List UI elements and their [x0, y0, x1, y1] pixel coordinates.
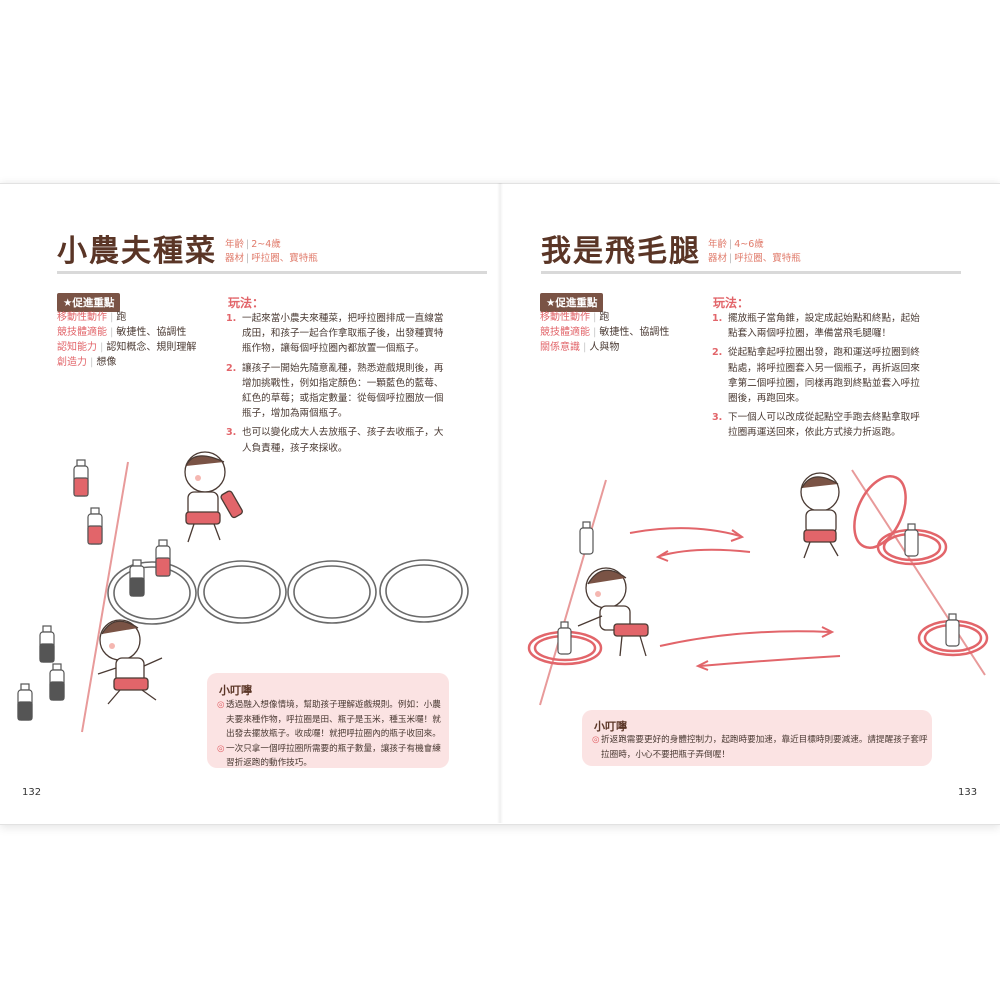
- right-page-title: 我是飛毛腿: [541, 234, 701, 269]
- book-gutter: [497, 183, 503, 823]
- left-illustration: [17, 451, 469, 733]
- right-meta-age: 年齡|4~6歲: [708, 239, 764, 250]
- girl-character-icon: [97, 619, 163, 705]
- skill-item: 創造力|想像: [57, 357, 117, 368]
- left-tip-box: 小叮嚀 ◎透過融入想像情境，幫助孩子理解遊戲規則。例如：小農夫要來種作物，呼拉圈…: [207, 673, 449, 768]
- right-age-value: 4~6歲: [734, 239, 764, 250]
- tip-item: ◎透過融入想像情境，幫助孩子理解遊戲規則。例如：小農夫要來種作物，呼拉圈是田、瓶…: [217, 700, 441, 739]
- right-tip-title: 小叮嚀: [594, 720, 627, 733]
- right-equipment-label: 器材: [708, 253, 728, 264]
- field-line-left: [539, 479, 607, 706]
- left-promote-badge: ★促進重點: [57, 293, 121, 312]
- right-promote-badge: ★促進重點: [540, 293, 604, 312]
- step-item: 2. 從起點拿起呼拉圈出發，跑和運送呼拉圈到終點處，將呼拉圈套入另一個瓶子，再折…: [712, 347, 920, 405]
- direction-arrows: [629, 527, 841, 671]
- field-line: [81, 461, 129, 733]
- left-howto-title: 玩法：: [228, 296, 265, 310]
- left-age-label: 年齡: [225, 239, 245, 250]
- right-tip-list: ◎折返跑需要更好的身體控制力，起跑時要加速，靠近目標時則要減速。請提醒孩子套呼拉…: [592, 733, 928, 762]
- right-skill-list: 移動性動作|跑 競技體適能|敏捷性、協調性 關係意識|人與物: [540, 310, 669, 355]
- skill-item: 競技體適能|敏捷性、協調性: [540, 327, 670, 338]
- left-page-title: 小農夫種菜: [57, 234, 217, 269]
- skill-item: 認知能力|認知概念、規則理解: [57, 342, 197, 353]
- left-page-number: 132: [22, 787, 42, 798]
- step-item: 2. 讓孩子一開始先隨意亂種，熟悉遊戲規則後，再增加挑戰性，例如指定顏色：一顆藍…: [226, 362, 444, 420]
- right-meta-equipment: 器材|呼拉圈、寶特瓶: [708, 253, 801, 264]
- left-meta-equipment: 器材|呼拉圈、寶特瓶: [225, 253, 318, 264]
- left-age-value: 2~4歲: [251, 239, 281, 250]
- left-tip-list: ◎透過融入想像情境，幫助孩子理解遊戲規則。例如：小農夫要來種作物，呼拉圈是田、瓶…: [217, 698, 445, 771]
- left-title-rule: [57, 271, 487, 274]
- skill-item: 關係意識|人與物: [540, 342, 620, 353]
- left-steps: 1. 一起來當小農夫來種菜，把呼拉圈排成一直線當成田，和孩子一起合作拿取瓶子後，…: [226, 311, 488, 456]
- girl-character-icon: [577, 567, 649, 657]
- right-equipment-value: 呼拉圈、寶特瓶: [734, 253, 801, 264]
- right-page-number: 133: [958, 787, 978, 798]
- right-steps: 1. 擺放瓶子當角錐，設定成起始點和終點，起始點套入兩個呼拉圈，準備當飛毛腿囉！…: [712, 311, 964, 441]
- hula-hoop-icon-group: [527, 475, 989, 666]
- left-skill-list: 移動性動作|跑 競技體適能|敏捷性、協調性 認知能力|認知概念、規則理解 創造力…: [57, 310, 196, 370]
- right-age-label: 年齡: [708, 239, 728, 250]
- skill-item: 移動性動作|跑: [57, 312, 127, 323]
- bottle-icon-group: [17, 459, 171, 721]
- boy-character-icon: [184, 451, 243, 543]
- right-illustration: [527, 469, 989, 706]
- boy-character-icon: [800, 472, 840, 559]
- left-tip-title: 小叮嚀: [219, 684, 252, 697]
- right-title-rule: [541, 271, 961, 274]
- step-item: 3. 也可以變化成大人去放瓶子、孩子去收瓶子，大人負責種，孩子來採收。: [226, 427, 444, 454]
- step-item: 3. 下一個人可以改成從起點空手跑去終點拿取呼拉圈再運送回來，依此方式接力折返跑…: [712, 412, 920, 439]
- bottle-icon-group: [557, 521, 960, 655]
- left-equipment-label: 器材: [225, 253, 245, 264]
- right-howto-title: 玩法：: [713, 296, 750, 310]
- tip-item: ◎一次只拿一個呼拉圈所需要的瓶子數量，讓孩子有機會練習折返跑的動作技巧。: [217, 743, 441, 769]
- left-equipment-value: 呼拉圈、寶特瓶: [251, 253, 318, 264]
- hula-hoop-row: [107, 559, 469, 625]
- right-tip-box: 小叮嚀 ◎折返跑需要更好的身體控制力，起跑時要加速，靠近目標時則要減速。請提醒孩…: [582, 710, 932, 766]
- step-item: 1. 一起來當小農夫來種菜，把呼拉圈排成一直線當成田，和孩子一起合作拿取瓶子後，…: [226, 313, 444, 355]
- skill-item: 移動性動作|跑: [540, 312, 610, 323]
- tip-item: ◎折返跑需要更好的身體控制力，起跑時要加速，靠近目標時則要減速。請提醒孩子套呼拉…: [592, 735, 928, 760]
- field-line-right: [851, 469, 986, 676]
- step-item: 1. 擺放瓶子當角錐，設定成起始點和終點，起始點套入兩個呼拉圈，準備當飛毛腿囉！: [712, 313, 920, 340]
- left-meta-age: 年齡|2~4歲: [225, 239, 281, 250]
- skill-item: 競技體適能|敏捷性、協調性: [57, 327, 187, 338]
